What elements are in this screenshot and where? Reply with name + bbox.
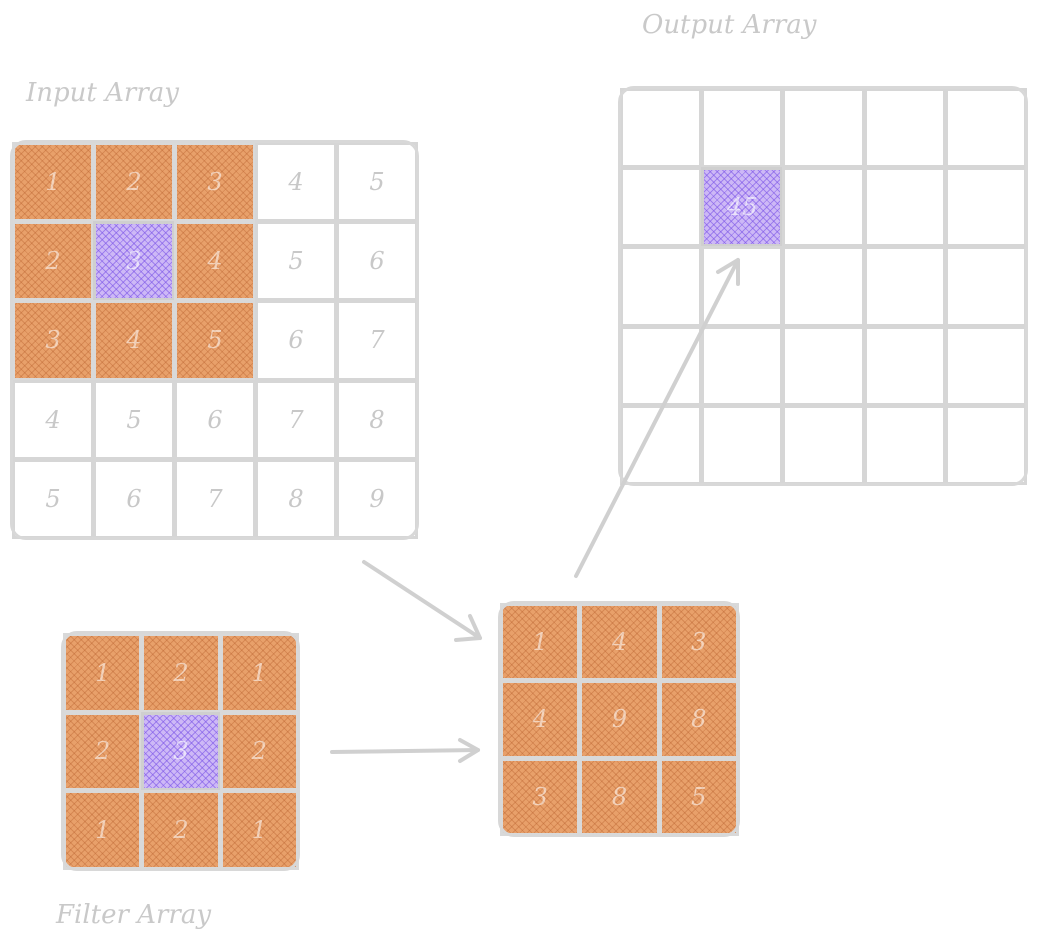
input-array-cell: 3 (12, 300, 94, 381)
output-array-cell (782, 88, 865, 169)
output-array-cell (863, 88, 946, 169)
input-to-product-arrow (362, 560, 482, 640)
filter-array-cell: 2 (141, 633, 221, 713)
output-array-cell (701, 404, 784, 485)
input-array-cell: 9 (336, 458, 418, 539)
output-array-cell (863, 325, 946, 406)
output-array-cell (701, 88, 784, 169)
input-array-cell: 4 (255, 142, 337, 223)
product-array-cell: 4 (579, 603, 660, 682)
input-array-cell: 4 (12, 379, 94, 460)
input-array-cell: 3 (93, 221, 175, 302)
filter-to-product-arrow (330, 748, 480, 754)
filter-array-cell: 1 (63, 633, 143, 713)
output-array-result-cell: 45 (701, 167, 784, 248)
output-array-cell (620, 404, 703, 485)
input-array-cell: 6 (174, 379, 256, 460)
input-array-cell: 2 (12, 221, 94, 302)
input-array-cell: 5 (93, 379, 175, 460)
output-array-cell (782, 246, 865, 327)
filter-array-cell: 2 (219, 711, 299, 792)
filter-array-title: Filter Array (56, 900, 212, 930)
output-array-cell (863, 246, 946, 327)
output-array-cell (782, 167, 865, 248)
product-array-cell: 8 (579, 757, 660, 836)
product-to-output-arrow (574, 258, 740, 578)
product-to-output-arrowhead (716, 258, 740, 286)
filter-to-product-arrowhead (458, 738, 480, 763)
input-array-cell: 3 (174, 142, 256, 223)
output-array-grid: 45 (618, 86, 1028, 486)
filter-array-cell: 2 (63, 711, 143, 792)
output-array-cell (620, 246, 703, 327)
product-array-cell: 1 (500, 603, 581, 682)
input-array-cell: 7 (255, 379, 337, 460)
product-array-cell: 3 (500, 757, 581, 836)
filter-array-cell: 3 (141, 711, 221, 792)
input-array-cell: 4 (174, 221, 256, 302)
product-array-cell: 4 (500, 680, 581, 759)
input-array-cell: 8 (336, 379, 418, 460)
input-array-title: Input Array (26, 78, 179, 108)
output-array-title: Output Array (642, 10, 817, 40)
output-array-cell (620, 167, 703, 248)
filter-array-cell: 1 (63, 790, 143, 870)
input-array-cell: 5 (336, 142, 418, 223)
input-array-cell: 2 (93, 142, 175, 223)
output-array-cell (620, 325, 703, 406)
input-array-cell: 6 (255, 300, 337, 381)
input-array-cell: 5 (174, 300, 256, 381)
output-array-cell (944, 246, 1027, 327)
filter-array-cell: 1 (219, 633, 299, 713)
output-array-cell (782, 404, 865, 485)
product-array-cell: 3 (658, 603, 739, 682)
output-array-cell (944, 325, 1027, 406)
output-array-cell (701, 246, 784, 327)
output-array-cell (782, 325, 865, 406)
input-array-cell: 1 (12, 142, 94, 223)
input-to-product-arrowhead (454, 614, 482, 642)
input-array-cell: 5 (255, 221, 337, 302)
input-array-cell: 4 (93, 300, 175, 381)
output-array-cell (863, 167, 946, 248)
product-array-cell: 5 (658, 757, 739, 836)
output-array-cell (620, 88, 703, 169)
product-array-cell: 9 (579, 680, 660, 759)
input-array-cell: 7 (174, 458, 256, 539)
filter-array-cell: 2 (141, 790, 221, 870)
output-array-cell (701, 325, 784, 406)
input-array-cell: 6 (336, 221, 418, 302)
